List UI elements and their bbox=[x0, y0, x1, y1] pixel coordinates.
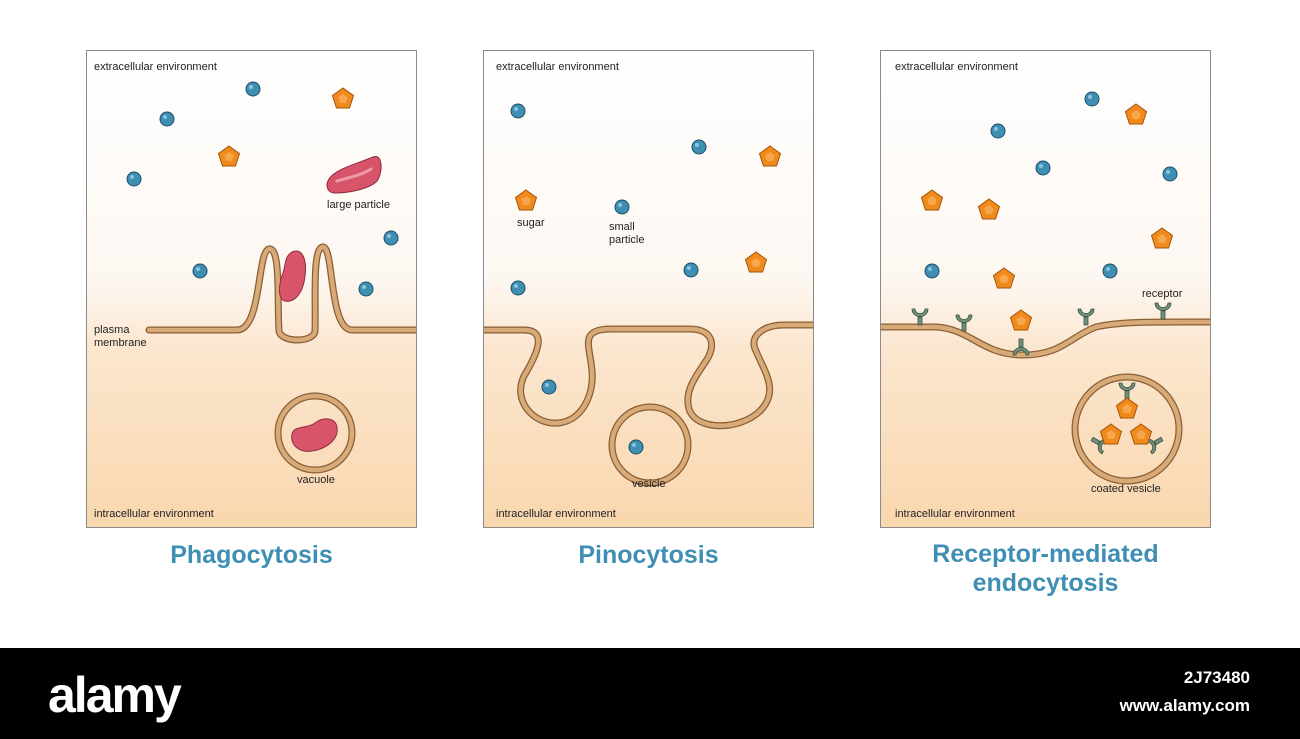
pinocytosis-title: Pinocytosis bbox=[578, 541, 719, 569]
small-particle-label: small particle bbox=[609, 221, 645, 246]
sugar-icon bbox=[218, 145, 240, 167]
intracellular-label: intracellular environment bbox=[895, 508, 1015, 520]
sugar-icon bbox=[978, 198, 1000, 220]
extracellular-label: extracellular environment bbox=[496, 61, 619, 73]
watermark-footer: alamy 2J73480 www.alamy.com bbox=[0, 648, 1300, 739]
small-particle-icon bbox=[192, 263, 208, 279]
receptor-mediated-endocytosis-title: Receptor-mediated endocytosis bbox=[932, 540, 1159, 597]
small-particle-icon bbox=[1102, 263, 1118, 279]
sugar-icon bbox=[1151, 227, 1173, 249]
plasma-membrane-label: plasma membrane bbox=[94, 324, 147, 349]
receptor-icon bbox=[1077, 308, 1095, 326]
small-particle-icon bbox=[614, 199, 630, 215]
small-particle-icon bbox=[1035, 160, 1051, 176]
small-particle-icon bbox=[358, 281, 374, 297]
sugar-icon bbox=[993, 267, 1015, 289]
receptor-mediated-endocytosis-panel: extracellular environment receptor coate… bbox=[880, 50, 1211, 528]
sugar-icon bbox=[921, 189, 943, 211]
site-url: www.alamy.com bbox=[1119, 696, 1250, 715]
bound-sugar-icon bbox=[1100, 423, 1122, 445]
small-particle-icon bbox=[159, 111, 175, 127]
small-particle-icon bbox=[628, 439, 644, 455]
small-particle-icon bbox=[1162, 166, 1178, 182]
small-particle-icon bbox=[1084, 91, 1100, 107]
pinocytosis-panel: extracellular environment sugar small pa… bbox=[483, 50, 814, 528]
bound-sugar-icon bbox=[1010, 309, 1032, 331]
sugar-icon bbox=[1125, 103, 1147, 125]
receptor-mediated-diagram bbox=[881, 91, 1210, 485]
receptor-icon bbox=[1154, 302, 1172, 320]
phagocytosis-diagram bbox=[126, 81, 416, 474]
small-particle-icon bbox=[245, 81, 261, 97]
small-particle-icon bbox=[541, 379, 557, 395]
intracellular-label: intracellular environment bbox=[496, 508, 616, 520]
sugar-label: sugar bbox=[517, 217, 545, 229]
sugar-icon bbox=[759, 145, 781, 167]
vacuole-label: vacuole bbox=[297, 474, 335, 486]
small-particle-icon bbox=[510, 280, 526, 296]
bound-sugar-icon bbox=[1116, 397, 1138, 419]
small-particle-icon bbox=[990, 123, 1006, 139]
receptor-icon bbox=[1118, 382, 1136, 400]
intracellular-label: intracellular environment bbox=[94, 508, 214, 520]
sugar-icon bbox=[745, 251, 767, 273]
receptor-label: receptor bbox=[1142, 288, 1183, 300]
small-particle-icon bbox=[383, 230, 399, 246]
small-particle-icon bbox=[691, 139, 707, 155]
small-particle-icon bbox=[683, 262, 699, 278]
coated-vesicle-label: coated vesicle bbox=[1091, 483, 1161, 495]
image-id: 2J73480 bbox=[1183, 668, 1250, 687]
receptor-icon bbox=[911, 308, 929, 326]
extracellular-label: extracellular environment bbox=[895, 61, 1018, 73]
small-particle-icon bbox=[510, 103, 526, 119]
extracellular-label: extracellular environment bbox=[94, 61, 217, 73]
phagocytosis-title: Phagocytosis bbox=[170, 541, 333, 569]
sugar-icon bbox=[332, 87, 354, 109]
pinocytosis-diagram bbox=[484, 103, 813, 487]
phagocytosis-panel: extracellular environment large particle… bbox=[86, 50, 417, 528]
vacuole-particle bbox=[291, 418, 338, 452]
small-particle-icon bbox=[924, 263, 940, 279]
bound-sugar-icon bbox=[1130, 423, 1152, 445]
engulfed-large-particle bbox=[279, 250, 306, 302]
brand-logo: alamy bbox=[48, 667, 182, 723]
large-particle-label: large particle bbox=[327, 199, 390, 211]
vesicle-label: vesicle bbox=[632, 478, 666, 490]
sugar-icon bbox=[515, 189, 537, 211]
small-particle-icon bbox=[126, 171, 142, 187]
